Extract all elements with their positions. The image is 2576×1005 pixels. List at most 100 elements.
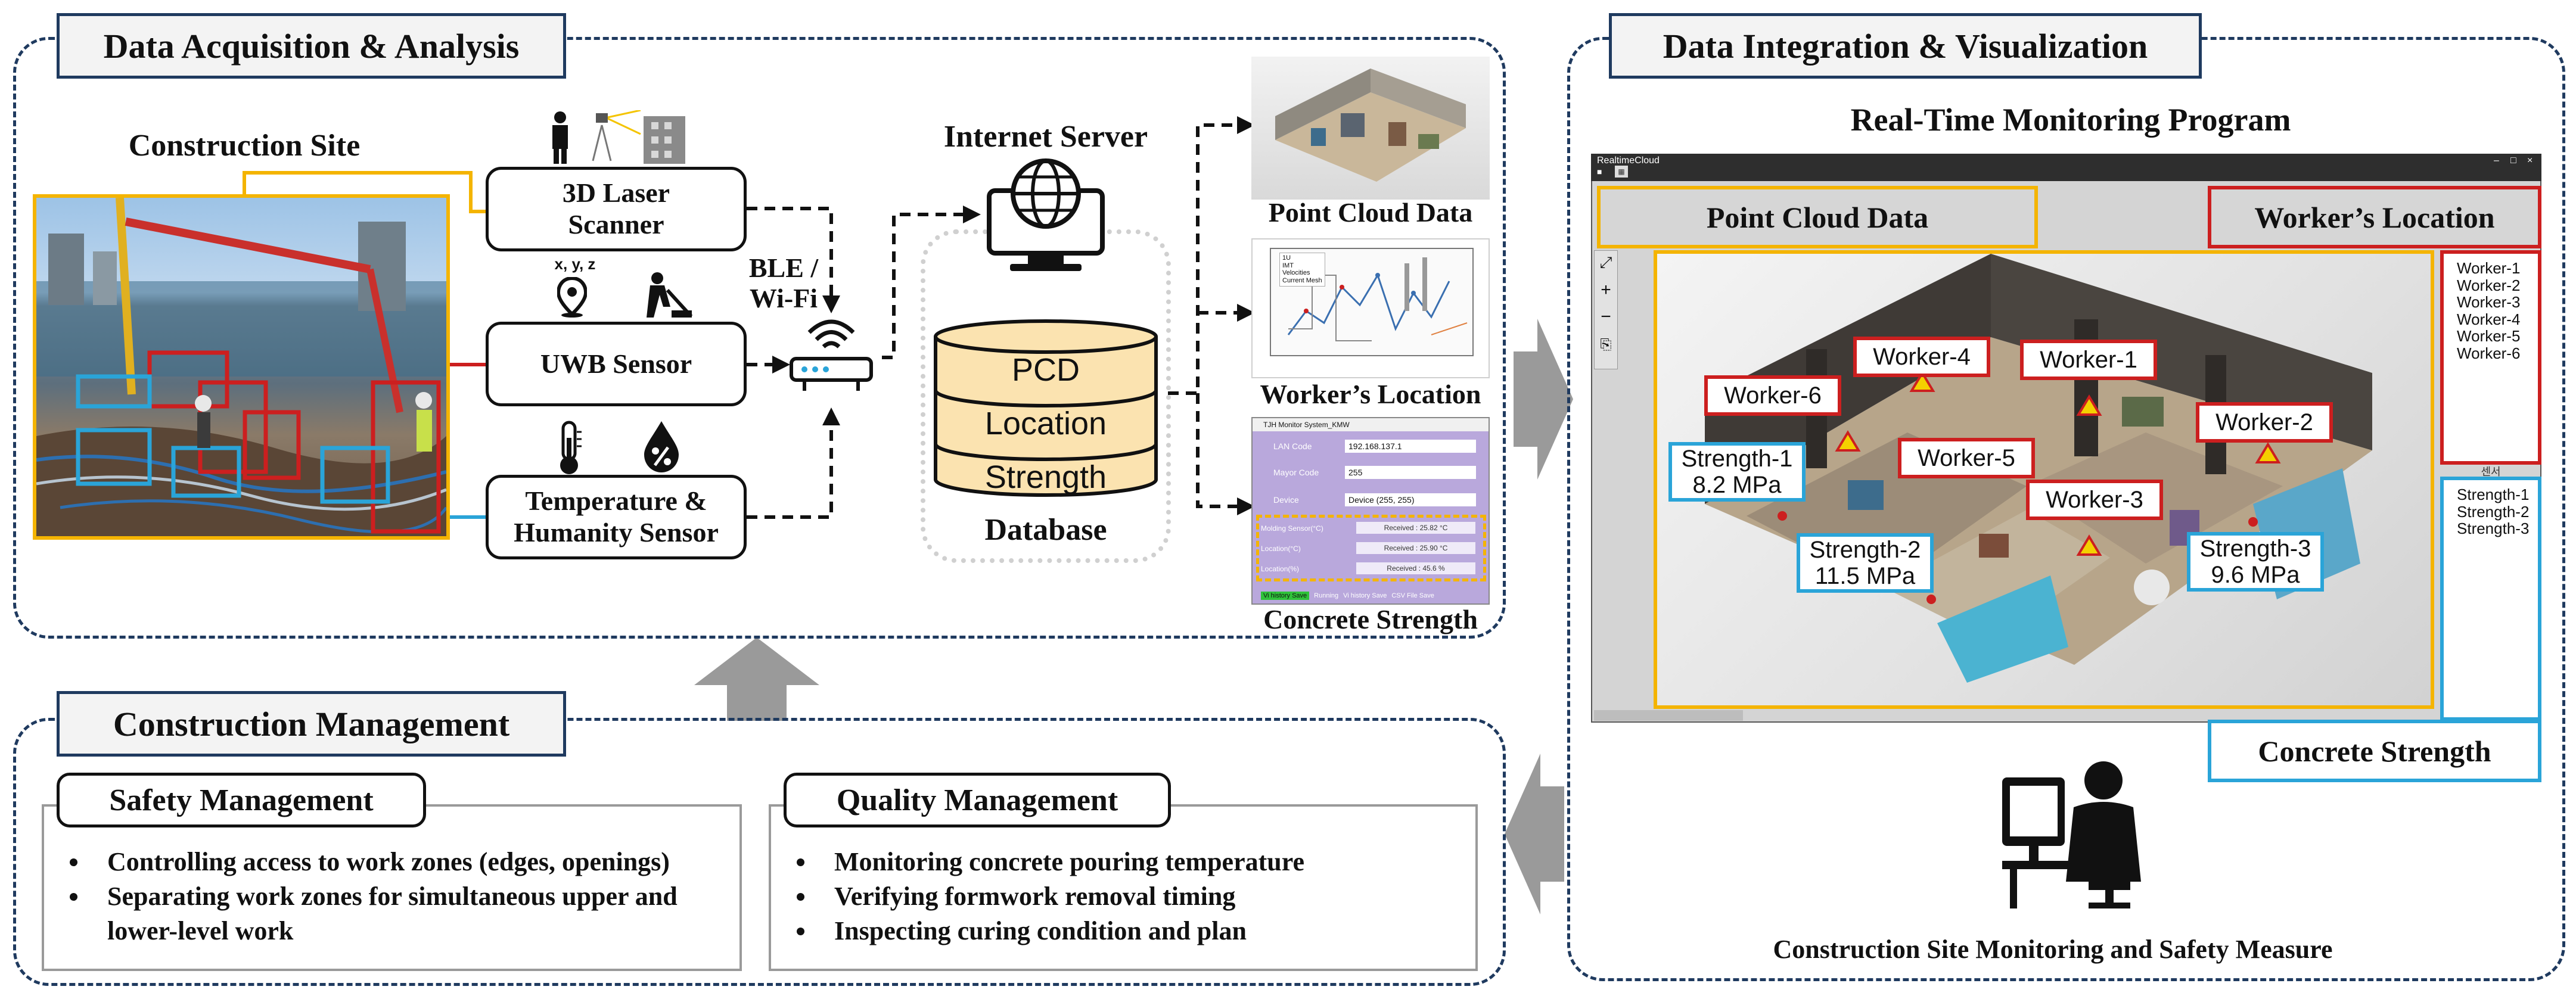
mini-app-field-2: Mayor Code 255 [1259,466,1485,480]
construction-worker-icon [647,272,693,318]
mini-footer-4: CSV File Save [1391,592,1434,599]
worker-location-thumbnail: 1U IMT Velocities Current Mesh [1251,238,1490,378]
mini-app-field-1: LAN Code 192.168.137.1 [1259,440,1485,454]
point-cloud-thumbnail [1251,57,1490,200]
integration-panel-title: Data Integration & Visualization [1609,13,2202,79]
ble-wifi-line1: BLE / [748,253,819,283]
flow-arrow-up [694,637,819,721]
strength-tag-1-value: 8.2 MPa [1692,472,1782,498]
db-layer-pcd: PCD [1011,352,1080,388]
worker-list[interactable]: Worker-1 Worker-2 Worker-3 Worker-4 Work… [2440,250,2541,465]
strength-list-item[interactable]: Strength-1 [2457,486,2530,503]
worker-scanner-icon [552,110,685,164]
strength-tag-2-name: Strength-2 [1809,537,1921,563]
database-cylinder-art [934,319,1158,497]
window-tab-icon[interactable]: ▦ [1615,166,1628,178]
fit-view-icon[interactable]: ⤢ [1599,253,1612,271]
wifi-router-icon [790,319,873,391]
mini-chart-legend: 1U IMT Velocities Current Mesh [1279,253,1325,287]
strength-list[interactable]: Strength-1 Strength-2 Strength-3 [2440,477,2541,721]
point-cloud-output-label: Point Cloud Data [1268,197,1473,228]
mini-field-2-value: 255 [1345,466,1476,479]
uwb-sensor-label: UWB Sensor [540,348,692,379]
mini-field-1-label: LAN Code [1273,441,1312,451]
worker-list-item[interactable]: Worker-3 [2457,293,2521,312]
quality-management-list: Monitoring concrete pouring temperature … [775,845,1472,948]
strength-tag-3: Strength-3 9.6 MPa [2187,532,2324,592]
mini-reading-2: Location(°C) Received : 25.90 °C [1261,541,1481,556]
strength-tag-1: Strength-1 8.2 MPa [1668,442,1806,502]
safety-management-list: Controlling access to work zones (edges,… [48,845,739,948]
mini-reading-3-value: Received : 45.6 % [1356,562,1475,574]
flow-arrow-right [1514,319,1573,480]
quality-item: Inspecting curing condition and plan [816,914,1472,948]
mini-legend-3: Velocities [1282,269,1310,277]
window-close-icon[interactable]: × [2527,155,2533,166]
worker-location-output-label: Worker’s Location [1260,379,1481,409]
point-cloud-header: Point Cloud Data [1597,186,2038,248]
internet-server-icon [987,158,1105,271]
worker-location-header-text: Worker’s Location [2254,200,2495,234]
database-label: Database [984,513,1107,547]
site-to-laser-link [243,171,486,213]
laser-to-router-arrow [747,207,840,313]
zoom-in-icon[interactable]: + [1601,280,1611,300]
strength-tag-3-name: Strength-3 [2199,536,2311,562]
worker-list-item[interactable]: Worker-1 [2457,259,2521,277]
worker-tag-6: Worker-6 [1704,375,1841,416]
db-layer-strength: Strength [984,459,1107,495]
mini-reading-3: Location(%) Received : 45.6 % [1261,561,1481,577]
worker-tag-1: Worker-1 [2020,340,2157,380]
worker-tag-3: Worker-3 [2026,480,2163,520]
mini-footer-3: Vi history Save [1343,592,1387,599]
mini-app-title: TJH Monitor System_KMW [1263,421,1350,429]
point-cloud-header-text: Point Cloud Data [1706,200,1929,234]
safety-item: Controlling access to work zones (edges,… [89,845,739,879]
db-layer-location: Location [984,406,1107,441]
router-to-server-arrow [882,206,981,359]
mini-legend-2: IMT [1282,262,1294,269]
worker-list-item[interactable]: Worker-4 [2457,310,2521,328]
mini-reading-1-value: Received : 25.82 °C [1356,522,1475,534]
worker-list-item[interactable]: Worker-5 [2457,327,2521,346]
worker-list-item[interactable]: Worker-2 [2457,276,2521,294]
worker-tag-2: Worker-2 [2196,402,2333,443]
mini-reading-3-label: Location(%) [1261,565,1300,573]
xyz-label: x, y, z [554,255,596,273]
temp-to-router-arrow [747,407,840,519]
location-pin-icon [557,277,587,318]
viewer-scrollbar[interactable] [1594,710,1743,721]
temp-humidity-line2: Humanity Sensor [514,517,719,547]
database-cylinder: PCD Location Strength [933,319,1159,497]
internet-server-label: Internet Server [943,120,1148,154]
ble-wifi-label: BLE / Wi-Fi [727,253,840,313]
worker-tag-4: Worker-4 [1853,337,1990,377]
mini-reading-1: Molding Sensor(°C) Received : 25.82 °C [1261,521,1481,536]
db-to-strength-arrow [1196,393,1255,515]
strength-list-item[interactable]: Strength-2 [2457,502,2530,521]
concrete-strength-footer: Concrete Strength [2208,720,2541,782]
strength-tag-2-value: 11.5 MPa [1814,563,1916,589]
zoom-out-icon[interactable]: − [1601,307,1611,326]
db-to-pointcloud-arrow [1168,116,1255,395]
window-minimize-icon[interactable]: – [2494,155,2499,166]
safety-management-title: Safety Management [57,773,426,827]
monitoring-caption: Construction Site Monitoring and Safety … [1773,935,2333,964]
quality-management-box [769,804,1478,971]
window-maximize-icon[interactable]: □ [2510,155,2516,166]
worker-list-item[interactable]: Worker-6 [2457,344,2521,362]
ble-wifi-line2: Wi-Fi [749,282,818,313]
clipboard-icon[interactable]: ⎘ [1600,337,1612,353]
mini-field-3-value: Device (255, 255) [1345,493,1476,506]
strength-list-item[interactable]: Strength-3 [2457,519,2530,538]
mini-legend-1: 1U [1282,254,1291,262]
point-cloud-thumbnail-art [1275,69,1466,182]
concrete-app-thumbnail: TJH Monitor System_KMW LAN Code 192.168.… [1251,417,1490,605]
concrete-strength-footer-text: Concrete Strength [2258,734,2491,768]
concrete-strength-output-label: Concrete Strength [1263,604,1478,634]
mini-legend-4: Current Mesh [1282,276,1322,284]
window-menu-icon[interactable]: ■ [1597,167,1602,176]
monitor-titlebar: RealtimeCloud – □ × ■ ▦ [1591,154,2541,181]
laser-scanner-node: 3D Laser Scanner [486,167,747,251]
